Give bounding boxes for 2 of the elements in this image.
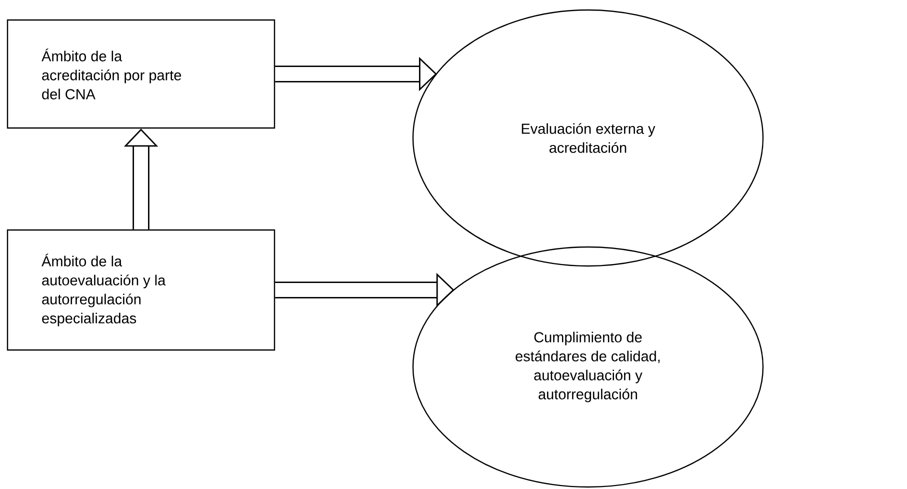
text-box: Ámbito de la autoevaluación y la autorregulación especializadas bbox=[6, 229, 276, 351]
text-box: Ámbito de la acreditación por parte del CNA bbox=[6, 19, 276, 129]
